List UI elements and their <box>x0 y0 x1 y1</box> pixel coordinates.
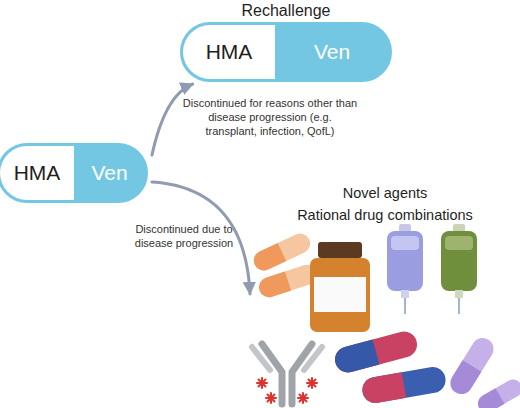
pill-bottle <box>310 242 370 332</box>
bag-port <box>455 290 463 298</box>
capsule <box>332 329 420 376</box>
capsule-half <box>251 243 287 274</box>
bag-tube <box>404 298 406 314</box>
bottle-label <box>314 277 366 312</box>
regimen-pill: RechallengeHMAVen <box>180 0 392 84</box>
bag-body <box>441 231 477 291</box>
bag-hanger <box>453 224 465 232</box>
capsule-half <box>360 372 406 405</box>
pill-half-label: HMA <box>0 146 74 200</box>
capsule-half <box>256 271 291 299</box>
bag-highlight <box>445 236 473 250</box>
heavy-chain <box>292 344 312 404</box>
pill-half-label: Ven <box>275 25 389 79</box>
node-heading: Rechallenge <box>180 0 392 22</box>
payload-star <box>307 378 317 388</box>
regimen-pill: HMAVen <box>0 143 148 203</box>
capsule <box>360 365 447 405</box>
edge-label: Discontinued for reasons other than dise… <box>182 96 358 138</box>
capsule-body <box>475 376 520 408</box>
light-chain <box>252 347 270 370</box>
payload-star <box>298 393 308 403</box>
bag-highlight <box>391 236 419 250</box>
pill-outline: HMAVen <box>180 22 392 82</box>
capsule-half <box>332 339 379 375</box>
payload-star <box>257 378 267 388</box>
iv-bag <box>441 224 477 314</box>
capsule-body <box>332 329 420 376</box>
pill-half-label: Ven <box>74 146 145 200</box>
treatment-group: Novel agentsRational drug combinations <box>250 180 512 408</box>
curved-arrow <box>152 84 193 155</box>
bag-tube <box>458 298 460 314</box>
light-chain <box>304 347 322 370</box>
group-heading: Novel agents <box>285 182 485 204</box>
bag-body <box>387 231 423 291</box>
capsule <box>446 334 498 398</box>
payload-star <box>266 393 276 403</box>
capsule-body <box>360 365 447 405</box>
capsule <box>475 376 520 408</box>
antibody-symbol <box>252 344 322 404</box>
capsule-body <box>446 334 498 398</box>
bottle-body <box>310 258 370 332</box>
iv-bag <box>387 224 423 314</box>
heavy-chain <box>262 344 282 404</box>
bag-hanger <box>399 224 411 232</box>
capsule-half <box>446 360 481 398</box>
bottle-cap <box>318 242 362 258</box>
group-header: Novel agentsRational drug combinations <box>285 182 485 226</box>
capsule-half <box>475 388 505 408</box>
edge-label: Discontinued due to disease progression <box>128 222 240 250</box>
bag-port <box>401 290 409 298</box>
group-heading: Rational drug combinations <box>285 204 485 226</box>
pill-outline: HMAVen <box>0 143 148 203</box>
pill-half-label: HMA <box>183 25 275 79</box>
